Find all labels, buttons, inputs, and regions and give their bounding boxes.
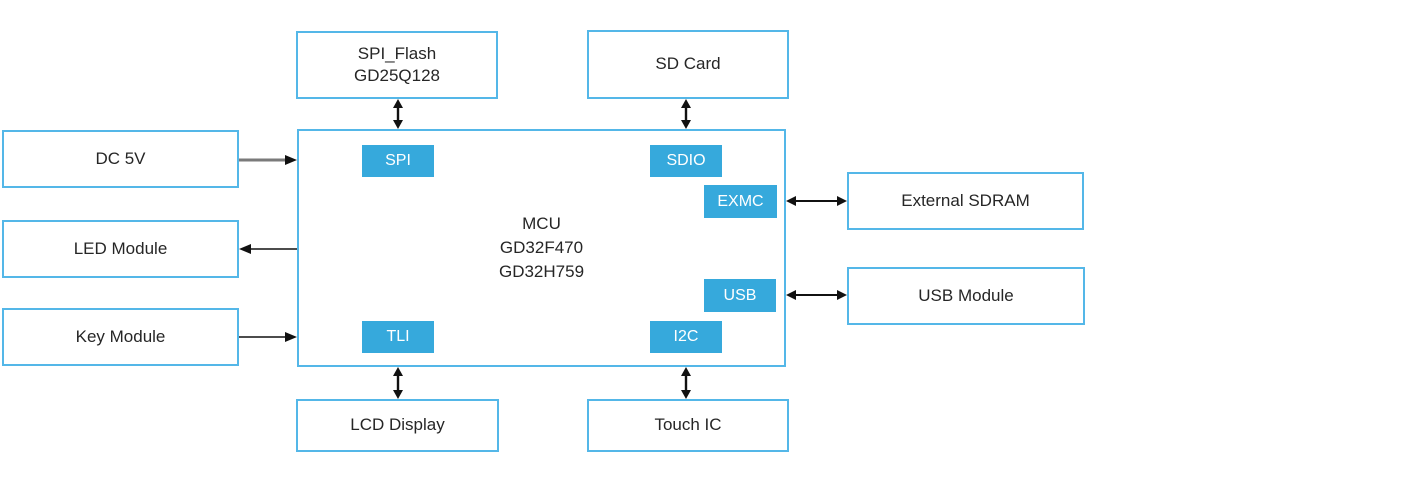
- block-lcd-display: LCD Display: [296, 399, 499, 452]
- block-usb-module-label: USB Module: [918, 285, 1014, 305]
- block-led-module-label: LED Module: [73, 238, 168, 258]
- arrow-tli-lcd-display: [393, 367, 403, 399]
- arrow-key-module-to-mcu: [239, 332, 297, 342]
- mcu-title: MCU GD32F470 GD32H759: [299, 131, 784, 365]
- block-touch-ic: Touch IC: [587, 399, 789, 452]
- mcu-title-line1: MCU: [522, 214, 561, 233]
- mcu-title-line3: GD32H759: [498, 262, 585, 281]
- block-led-module: LED Module: [2, 220, 239, 278]
- interface-tag-tli-label: TLI: [386, 328, 410, 346]
- block-mcu: MCU GD32F470 GD32H759 SPI SDIO EXMC USB …: [297, 129, 786, 367]
- interface-tag-spi: SPI: [362, 145, 434, 177]
- block-external-sdram: External SDRAM: [847, 172, 1084, 230]
- block-usb-module: USB Module: [847, 267, 1085, 325]
- mcu-title-line2: GD32F470: [499, 238, 584, 257]
- interface-tag-i2c-label: I2C: [673, 328, 699, 346]
- block-spi-flash: SPI_Flash GD25Q128: [296, 31, 498, 99]
- arrow-mcu-to-led-module: [239, 244, 297, 254]
- arrow-sd-card-mcu: [681, 99, 691, 129]
- interface-tag-sdio-label: SDIO: [666, 152, 706, 170]
- block-lcd-display-label: LCD Display: [350, 415, 445, 435]
- interface-tag-sdio: SDIO: [650, 145, 722, 177]
- block-external-sdram-label: External SDRAM: [901, 190, 1030, 210]
- interface-tag-usb-label: USB: [723, 286, 757, 304]
- block-sd-card-label: SD Card: [655, 54, 721, 74]
- interface-tag-exmc: EXMC: [704, 185, 777, 218]
- arrow-i2c-touch-ic: [681, 367, 691, 399]
- block-spi-flash-label-line2: GD25Q128: [354, 66, 440, 85]
- block-sd-card: SD Card: [587, 30, 789, 99]
- block-key-module-label: Key Module: [75, 326, 166, 346]
- block-key-module: Key Module: [2, 308, 239, 366]
- arrow-usb-usb-module: [786, 290, 847, 300]
- arrow-dc-5v-to-mcu: [239, 155, 297, 165]
- interface-tag-tli: TLI: [362, 321, 434, 353]
- interface-tag-usb: USB: [704, 279, 776, 312]
- interface-tag-spi-label: SPI: [385, 152, 411, 170]
- interface-tag-i2c: I2C: [650, 321, 722, 353]
- arrow-spi-flash-mcu: [393, 99, 403, 129]
- block-touch-ic-label: Touch IC: [654, 415, 722, 435]
- arrow-exmc-external-sdram: [786, 196, 847, 206]
- interface-tag-exmc-label: EXMC: [717, 192, 764, 210]
- block-spi-flash-label-line1: SPI_Flash: [357, 43, 437, 63]
- block-dc-5v-label: DC 5V: [95, 148, 146, 168]
- block-dc-5v: DC 5V: [2, 130, 239, 188]
